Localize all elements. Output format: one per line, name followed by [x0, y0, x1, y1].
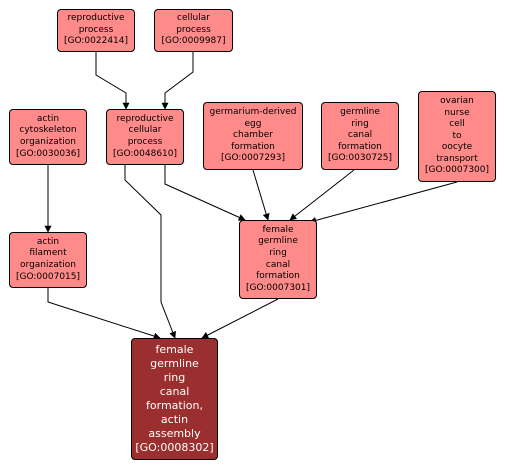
edge-go0007300-to-go0007301	[309, 181, 458, 224]
edge-go0007293-to-go0007301	[252, 169, 270, 221]
node-label: female germline ring canal formation, ac…	[146, 343, 203, 440]
node-go0007301[interactable]: female germline ring canal formation [GO…	[239, 220, 317, 299]
node-label: germarium-derived egg chamber formation	[209, 107, 297, 152]
edge-go0022414-to-go0048610	[95, 52, 130, 110]
node-go-id: [GO:0007300]	[424, 165, 490, 176]
edge-go0048610-to-go0007301	[164, 165, 246, 221]
node-go-id: [GO:0048610]	[112, 148, 178, 159]
node-go-id: [GO:0009987]	[161, 36, 226, 47]
node-label: ovarian nurse cell to oocyte transport	[436, 95, 478, 164]
edge-go0007015-to-go0008302	[47, 288, 161, 340]
node-label: germline ring canal formation	[338, 107, 382, 152]
node-go0007293[interactable]: germarium-derived egg chamber formation …	[203, 102, 303, 170]
edge-go0048610-to-go0008302	[124, 165, 176, 339]
edge-go0030725-to-go0007301	[289, 169, 355, 221]
node-label: actin filament organization	[20, 236, 76, 270]
node-go0030036[interactable]: actin cytoskeleton organization [GO:0030…	[9, 109, 87, 165]
node-go-id: [GO:0008302]	[135, 441, 214, 454]
node-go0030725[interactable]: germline ring canal formation [GO:003072…	[321, 102, 399, 170]
node-label: female germline ring canal formation	[256, 224, 300, 282]
node-go-id: [GO:0007301]	[245, 282, 311, 293]
node-go0008302[interactable]: female germline ring canal formation, ac…	[131, 338, 218, 460]
node-go-id: [GO:0007293]	[220, 153, 286, 164]
node-label: reproductive cellular process	[116, 113, 174, 147]
node-go-id: [GO:0030036]	[15, 148, 81, 159]
edge-go0007301-to-go0008302	[201, 298, 279, 339]
node-go0007300[interactable]: ovarian nurse cell to oocyte transport […	[418, 91, 496, 182]
node-go0007015[interactable]: actin filament organization [GO:0007015]	[9, 232, 87, 288]
node-go0048610[interactable]: reproductive cellular process [GO:004861…	[106, 109, 184, 165]
edge-go0009987-to-go0048610	[161, 52, 194, 110]
node-label: reproductive process	[67, 13, 125, 35]
node-go0022414[interactable]: reproductive process [GO:0022414]	[57, 9, 135, 52]
node-label: actin cytoskeleton organization	[19, 113, 77, 147]
node-go0009987[interactable]: cellular process [GO:0009987]	[154, 9, 233, 52]
node-go-id: [GO:0007015]	[15, 271, 81, 282]
node-label: cellular process	[176, 13, 211, 35]
node-go-id: [GO:0022414]	[63, 36, 129, 47]
node-go-id: [GO:0030725]	[327, 153, 393, 164]
